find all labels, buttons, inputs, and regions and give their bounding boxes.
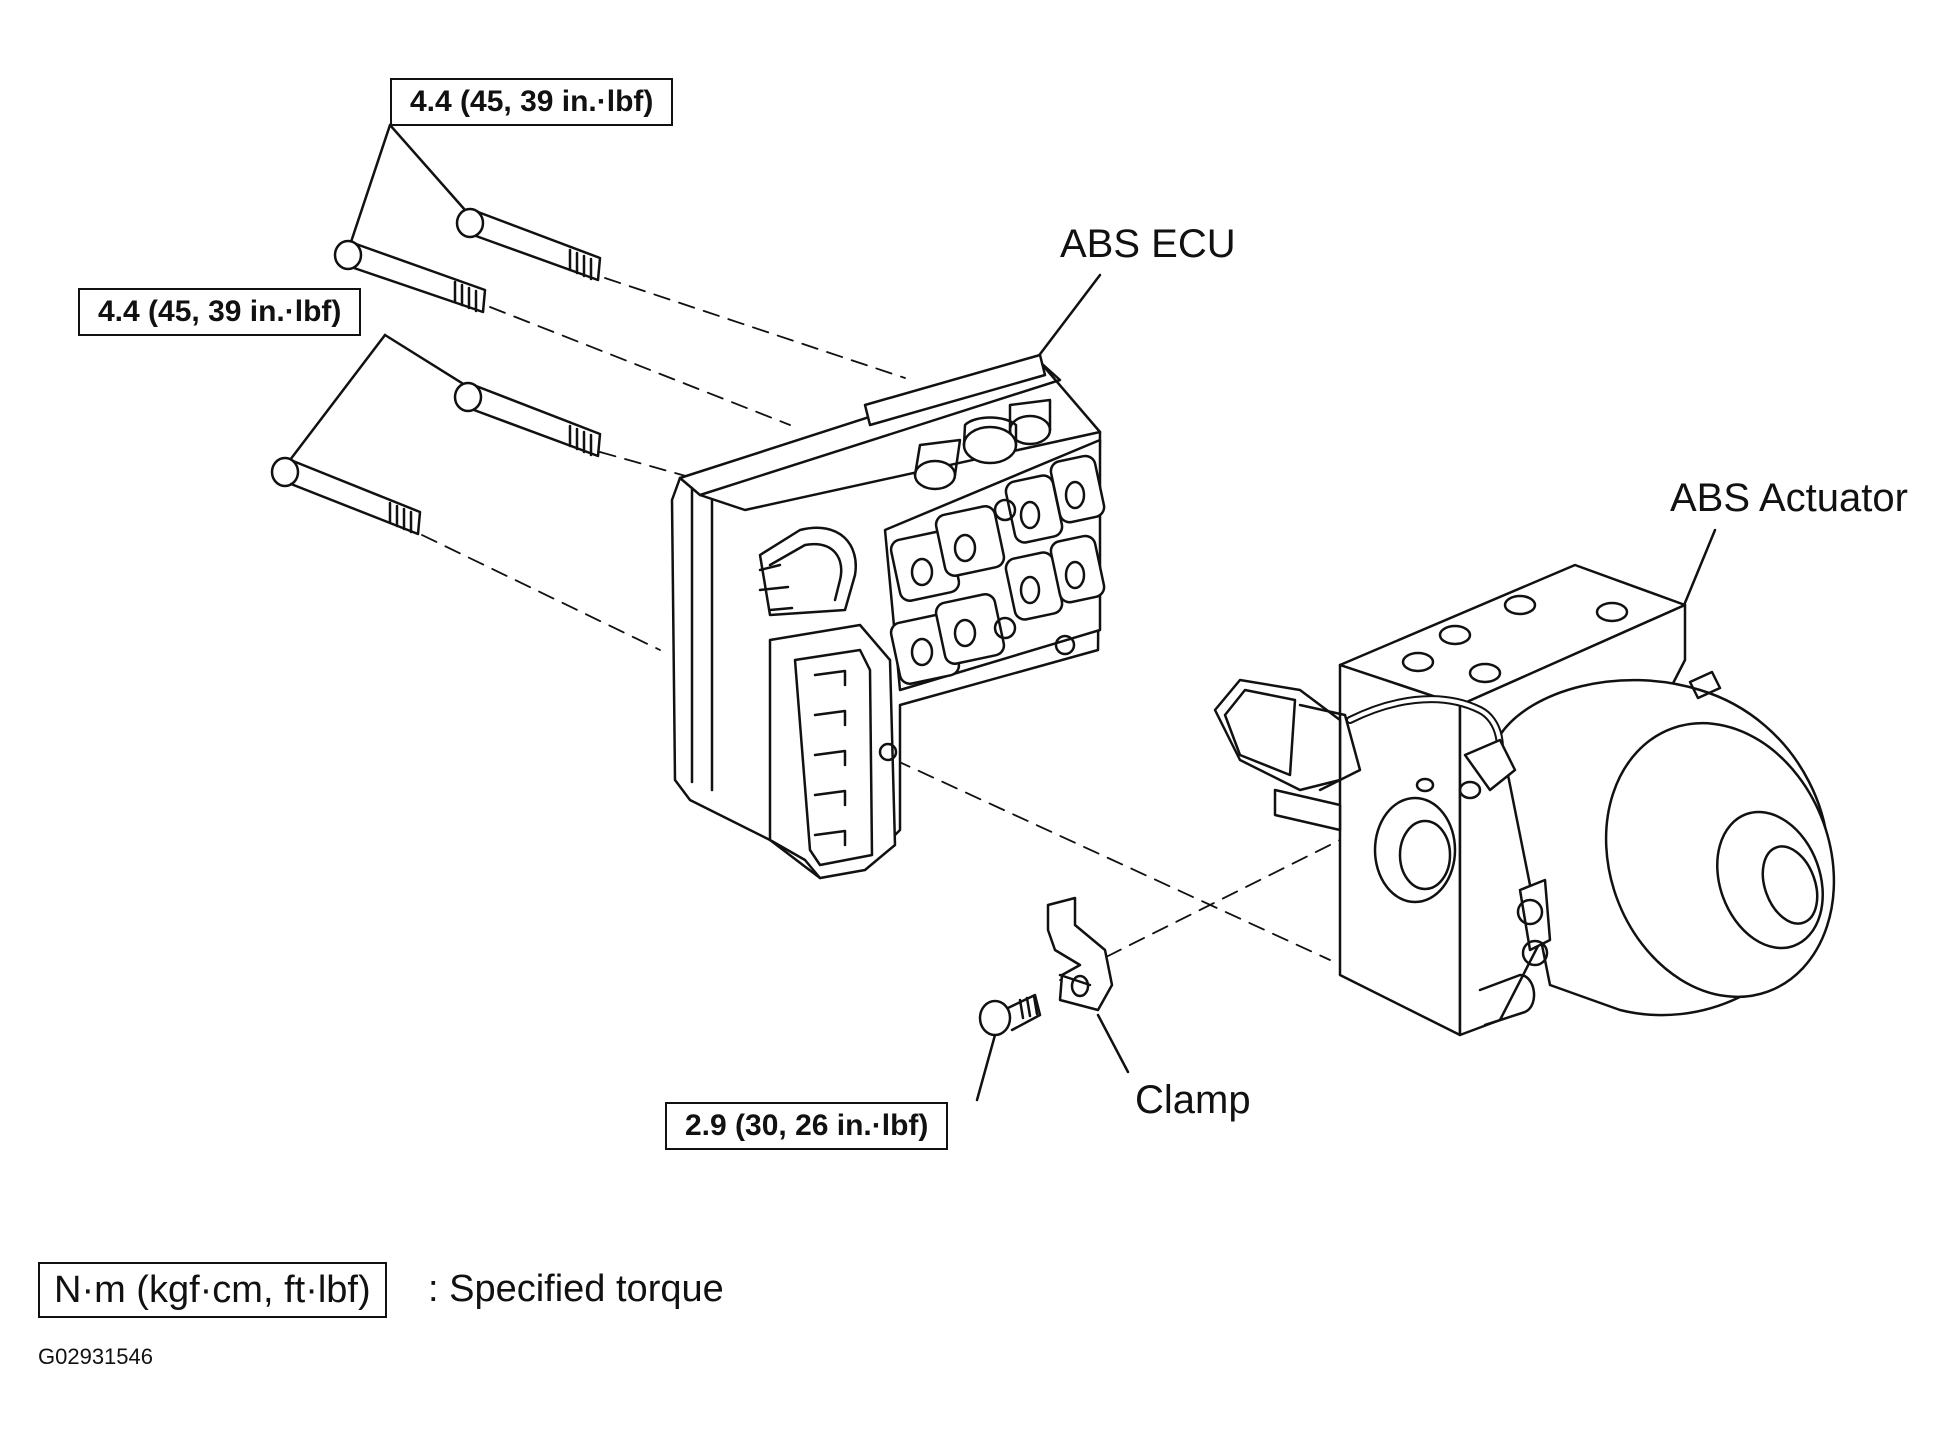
- abs-actuator-unit: [1213, 563, 1836, 1037]
- bolt-3: [453, 381, 602, 458]
- legend-unit-box: N·m (kgf·cm, ft·lbf): [38, 1262, 387, 1318]
- label-abs-ecu: ABS ECU: [1060, 222, 1236, 266]
- abs-ecu-unit: [670, 353, 1106, 880]
- torque-callout-clamp: 2.9 (30, 26 in.·lbf): [665, 1102, 949, 1150]
- ecu-solenoid-sockets: [883, 438, 1106, 692]
- leader-lines: [288, 123, 1717, 1102]
- torque-callout-middle: 4.4 (45, 39 in.·lbf): [78, 288, 362, 336]
- clamp-part: [1046, 896, 1114, 1012]
- label-clamp: Clamp: [1135, 1078, 1251, 1122]
- clamp-screw: [978, 993, 1042, 1037]
- torque-callout-top: 4.4 (45, 39 in.·lbf): [390, 78, 674, 126]
- legend-description: : Specified torque: [428, 1268, 724, 1310]
- label-abs-actuator: ABS Actuator: [1670, 476, 1908, 520]
- ecu-bolts: [270, 207, 602, 536]
- figure-id: G02931546: [38, 1344, 153, 1369]
- bolt-1: [455, 207, 602, 282]
- bolt-2: [333, 239, 487, 314]
- bolt-4: [270, 456, 422, 536]
